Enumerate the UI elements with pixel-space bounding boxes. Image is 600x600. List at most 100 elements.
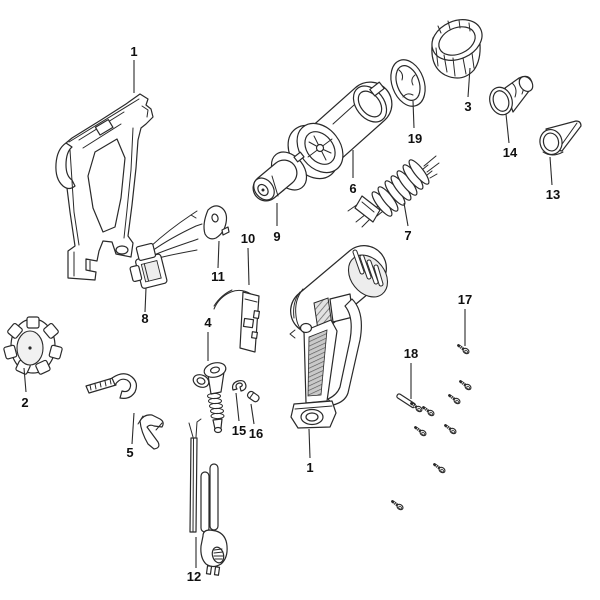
knob-tooth [48, 344, 63, 360]
fan-spokes [307, 135, 333, 161]
board-tab [251, 331, 258, 339]
spring-coil [210, 407, 224, 415]
part-power-switch [129, 210, 203, 289]
part-label-19: 19 [408, 131, 422, 146]
nozzle-tip [518, 75, 534, 93]
screw [422, 406, 437, 419]
part-trigger-with-spring [192, 362, 227, 434]
clamp-fork [111, 373, 138, 399]
wire [151, 223, 203, 252]
part-label-1-left: 1 [130, 44, 137, 59]
deflector-fold [559, 122, 578, 148]
knob-tooth [35, 359, 51, 375]
base-seam [294, 405, 333, 410]
switch-face [140, 259, 162, 283]
knob-tooth [43, 322, 59, 339]
leader-line [131, 412, 135, 445]
frame-seam [123, 127, 134, 239]
spring-coil [207, 392, 221, 400]
leader-line [467, 67, 471, 98]
part-label-14: 14 [503, 145, 518, 160]
tube-mouth-inner [357, 90, 383, 118]
spring-coil [208, 397, 222, 405]
bracket-seam [361, 201, 375, 213]
clamp-claw [139, 414, 164, 450]
element-terminal [423, 155, 440, 179]
part-housing-shell-right [289, 245, 389, 429]
part-label-13: 13 [546, 187, 560, 202]
part-label-1-right: 1 [306, 460, 313, 475]
knob-tooth [7, 322, 23, 339]
plate-notch [221, 226, 230, 236]
plug-prong [213, 566, 221, 576]
leader-line [505, 113, 510, 144]
part-housing-shell-left [55, 93, 154, 281]
switch-rocker [135, 242, 157, 261]
leader-line [247, 247, 250, 286]
part-heating-element [347, 155, 440, 228]
part-label-7: 7 [404, 228, 411, 243]
strain-relief [200, 471, 210, 533]
part-label-6: 6 [349, 181, 356, 196]
pivot-boss [299, 322, 313, 334]
leader-line [250, 403, 255, 425]
screw-17 [457, 344, 472, 357]
clamp-serration [89, 378, 112, 391]
tube-tab [369, 81, 385, 97]
screw [459, 380, 474, 393]
leader-line [403, 202, 409, 227]
motor-seam [271, 175, 279, 197]
wire-frayed-end [188, 418, 202, 438]
handle-opening [87, 138, 126, 233]
plug-prong [205, 565, 213, 575]
switch-tab [129, 264, 143, 283]
guard-rim-ticks [437, 19, 471, 34]
part-cover-plate [203, 205, 230, 240]
part-label-12: 12 [187, 569, 201, 584]
deflector-base [542, 151, 564, 156]
ridge-seam [68, 98, 140, 143]
spring-coil [209, 402, 223, 410]
part-reducer-nozzle [489, 75, 534, 116]
flange-tab [293, 151, 305, 163]
clip-detail [141, 105, 149, 118]
clip-seam [249, 392, 255, 399]
part-label-9: 9 [273, 229, 280, 244]
plate-hole [211, 213, 219, 223]
part-nozzle-guard [431, 19, 483, 79]
ring-tab [398, 69, 416, 98]
leader-line [23, 367, 27, 393]
part-motor-assembly [252, 151, 308, 202]
part-cord-clamp-set [85, 373, 164, 450]
part-label-16: 16 [249, 426, 263, 441]
hook-detail [289, 329, 296, 339]
clip-sleeve [246, 390, 260, 403]
guard-slots [435, 47, 475, 77]
part-label-5: 5 [126, 445, 133, 460]
leader-line [217, 240, 220, 269]
rib [82, 123, 122, 149]
wire [153, 238, 199, 256]
foot-pad-inner [305, 412, 319, 422]
leader-line [549, 156, 553, 186]
element-bracket [354, 195, 381, 223]
trigger-cap-center [209, 366, 221, 374]
fan-hub [315, 143, 325, 153]
part-label-2: 2 [21, 395, 28, 410]
strain-relief [209, 463, 219, 531]
cable-seam [192, 437, 194, 533]
plug-grip-ribs [213, 548, 224, 560]
trigger-ring-hole [196, 377, 206, 385]
part-terminal-clip-15 [231, 379, 247, 392]
louver-slots [352, 249, 384, 287]
front-rim-lip [293, 291, 301, 319]
element-fin [408, 159, 430, 185]
part-control-board [213, 289, 260, 353]
knob-tooth [26, 316, 40, 329]
screw [444, 424, 459, 437]
grip-hatch [307, 329, 328, 397]
leader-line [144, 287, 147, 313]
claw-prong [137, 415, 163, 431]
